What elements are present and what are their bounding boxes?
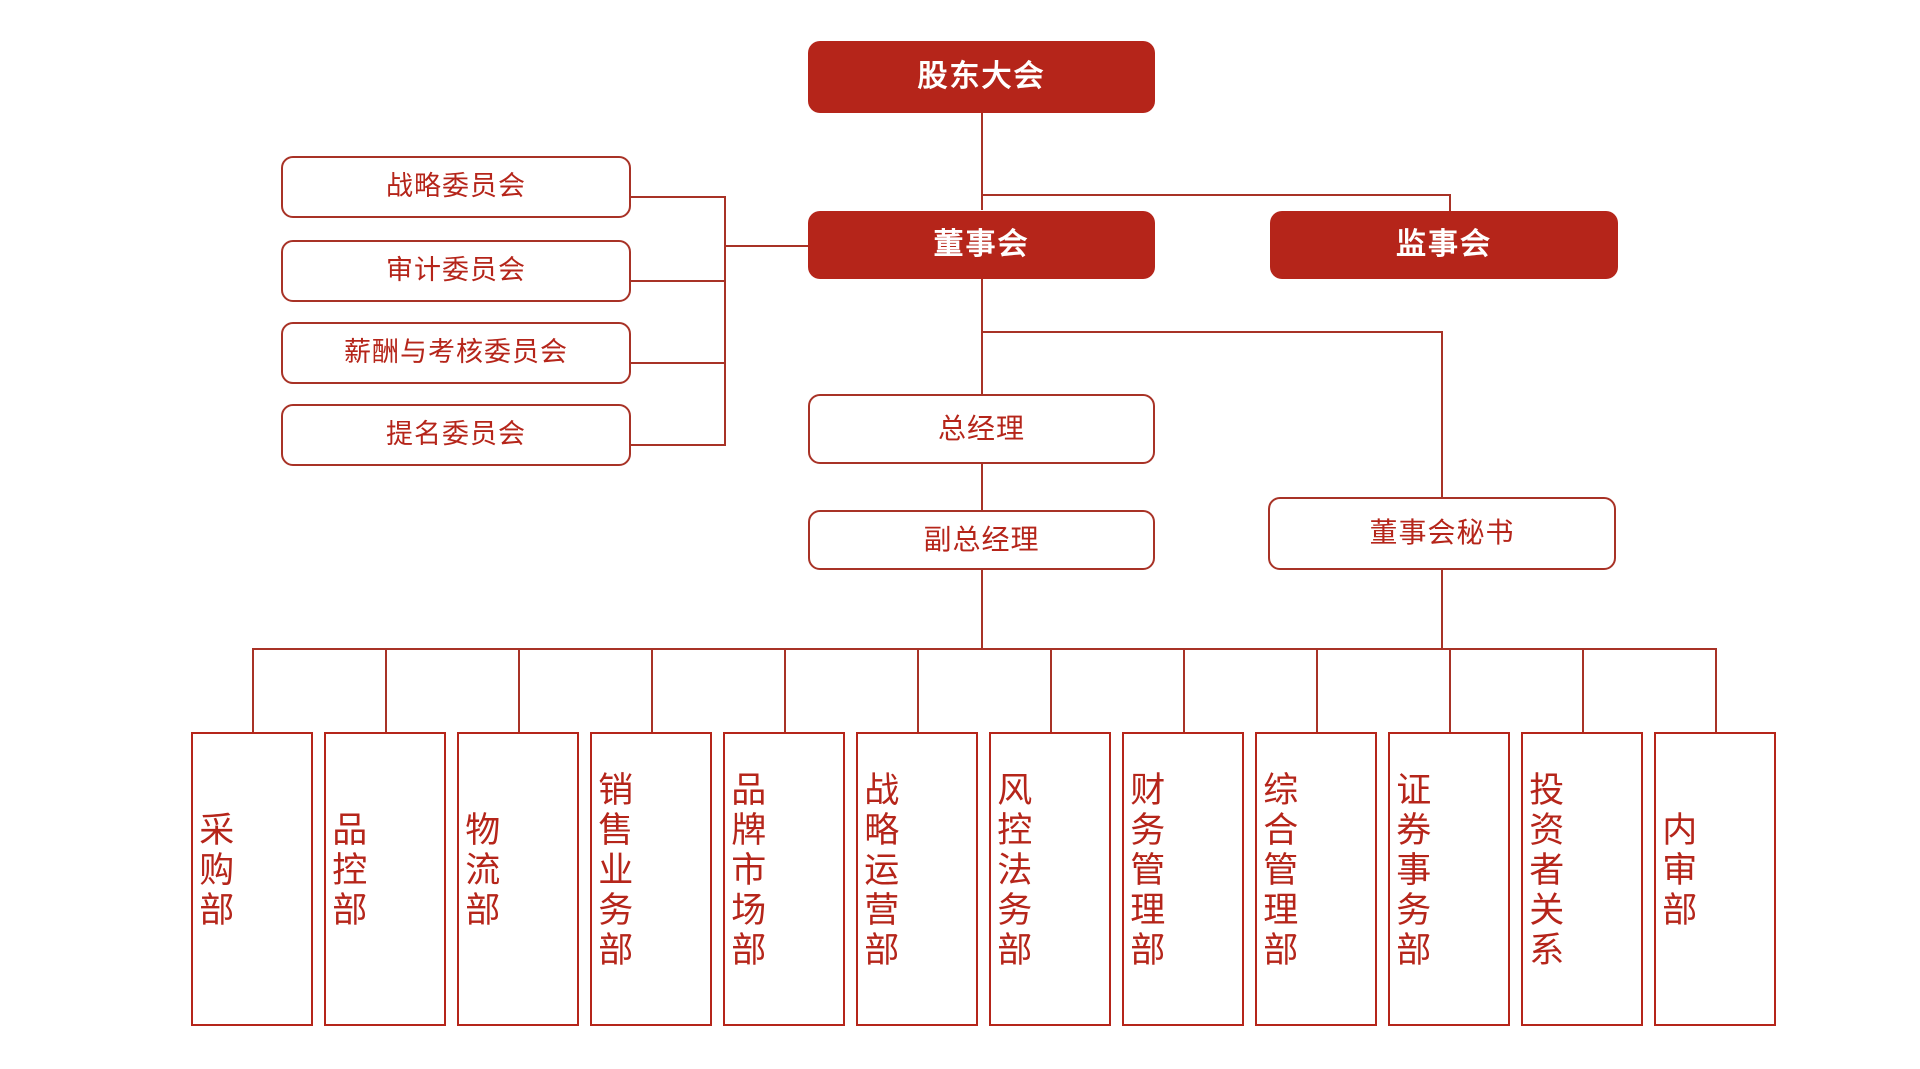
- node-department-general-administration[interactable]: 综合管理部: [1255, 732, 1377, 1026]
- connector-committee-bus: [724, 196, 726, 446]
- connector-secretary-down: [1441, 331, 1443, 497]
- node-department-sales-business[interactable]: 销售业务部: [590, 732, 712, 1026]
- node-committee-compensation-assessment[interactable]: 薪酬与考核委员会: [281, 322, 631, 384]
- connector-dept-drop-4: [651, 648, 653, 732]
- connector-gm-to-dgm: [981, 464, 983, 510]
- node-department-logistics-label: 物流部: [460, 811, 500, 931]
- connector-committees-to-board: [724, 245, 810, 247]
- node-shareholders-meeting[interactable]: 股东大会: [808, 41, 1155, 113]
- node-committee-strategy-label: 战略委员会: [386, 171, 526, 202]
- node-board-secretary[interactable]: 董事会秘书: [1268, 497, 1616, 570]
- connector-committee-stub-3: [630, 362, 726, 364]
- node-department-strategy-operations[interactable]: 战略运营部: [856, 732, 978, 1026]
- connector-board-down: [981, 279, 983, 394]
- connector-dept-drop-11: [1582, 648, 1584, 732]
- node-department-securities-affairs-label: 证券事务部: [1391, 771, 1431, 971]
- node-department-internal-audit[interactable]: 内审部: [1654, 732, 1776, 1026]
- node-department-strategy-operations-label: 战略运营部: [859, 771, 899, 971]
- node-committee-compensation-assessment-label: 薪酬与考核委员会: [344, 337, 568, 368]
- node-board-of-directors[interactable]: 董事会: [808, 211, 1155, 279]
- node-department-quality-control-label: 品控部: [327, 811, 367, 931]
- connector-dept-drop-10: [1449, 648, 1451, 732]
- node-board-of-directors-label: 董事会: [933, 227, 1030, 261]
- connector-secretary-to-dept-bus: [1441, 570, 1443, 650]
- node-deputy-general-manager[interactable]: 副总经理: [808, 510, 1155, 570]
- node-committee-strategy[interactable]: 战略委员会: [281, 156, 631, 218]
- node-board-secretary-label: 董事会秘书: [1369, 517, 1515, 549]
- connector-board-to-secretary-h: [981, 331, 1443, 333]
- connector-dept-drop-7: [1050, 648, 1052, 732]
- node-committee-nomination-label: 提名委员会: [386, 419, 526, 450]
- node-department-investor-relations-label: 投资者关系: [1524, 771, 1564, 971]
- connector-dept-drop-8: [1183, 648, 1185, 732]
- connector-dept-drop-9: [1316, 648, 1318, 732]
- node-department-procurement[interactable]: 采购部: [191, 732, 313, 1026]
- node-department-risk-legal[interactable]: 风控法务部: [989, 732, 1111, 1026]
- node-department-investor-relations[interactable]: 投资者关系: [1521, 732, 1643, 1026]
- node-department-securities-affairs[interactable]: 证券事务部: [1388, 732, 1510, 1026]
- connector-dept-drop-3: [518, 648, 520, 732]
- node-shareholders-meeting-label: 股东大会: [917, 59, 1046, 93]
- connector-dept-drop-6: [917, 648, 919, 732]
- node-department-risk-legal-label: 风控法务部: [992, 771, 1032, 971]
- node-department-general-administration-label: 综合管理部: [1258, 771, 1298, 971]
- node-department-brand-marketing-label: 品牌市场部: [726, 771, 766, 971]
- node-department-internal-audit-label: 内审部: [1657, 811, 1697, 931]
- node-department-sales-business-label: 销售业务部: [593, 771, 633, 971]
- connector-dgm-to-dept-bus: [981, 570, 983, 650]
- connector-dept-drop-12: [1715, 648, 1717, 732]
- connector-shareholders-down: [981, 113, 983, 210]
- connector-supervisors-down: [1449, 194, 1451, 214]
- connector-committee-stub-4: [630, 444, 726, 446]
- node-committee-audit-label: 审计委员会: [386, 255, 526, 286]
- node-department-procurement-label: 采购部: [194, 811, 234, 931]
- node-board-of-supervisors-label: 监事会: [1396, 227, 1492, 261]
- connector-committee-stub-1: [630, 196, 726, 198]
- connector-dept-drop-1: [252, 648, 254, 732]
- connector-dept-drop-5: [784, 648, 786, 732]
- node-department-logistics[interactable]: 物流部: [457, 732, 579, 1026]
- connector-shareholders-to-supervisors-h: [981, 194, 1451, 196]
- node-department-finance-management-label: 财务管理部: [1125, 771, 1165, 971]
- node-department-quality-control[interactable]: 品控部: [324, 732, 446, 1026]
- node-department-finance-management[interactable]: 财务管理部: [1122, 732, 1244, 1026]
- node-department-brand-marketing[interactable]: 品牌市场部: [723, 732, 845, 1026]
- node-general-manager-label: 总经理: [937, 412, 1025, 444]
- connector-committee-stub-2: [630, 280, 726, 282]
- connector-dept-drop-2: [385, 648, 387, 732]
- node-general-manager[interactable]: 总经理: [808, 394, 1155, 464]
- node-board-of-supervisors[interactable]: 监事会: [1270, 211, 1618, 279]
- node-committee-nomination[interactable]: 提名委员会: [281, 404, 631, 466]
- node-committee-audit[interactable]: 审计委员会: [281, 240, 631, 302]
- node-deputy-general-manager-label: 副总经理: [923, 523, 1040, 555]
- connector-department-bus: [252, 648, 1716, 650]
